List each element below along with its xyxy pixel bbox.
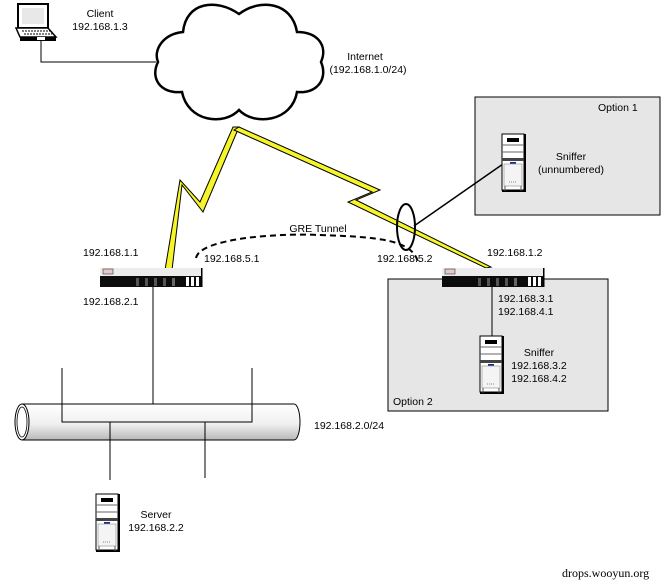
watermark: drops.wooyun.org <box>562 566 649 580</box>
client-name: Client <box>87 8 114 20</box>
lan-subnet: 192.168.2.0/24 <box>314 420 384 432</box>
router-right-lan-ip-1: 192.168.3.1 <box>498 293 554 305</box>
internet-name: Internet <box>347 51 383 63</box>
capture-point-ellipse <box>396 203 416 251</box>
router-left-icon <box>99 267 203 288</box>
client-ip: 192.168.1.3 <box>72 21 128 33</box>
router-right-icon <box>441 267 545 288</box>
option-1-sniffer-note: (unnumbered) <box>538 164 604 176</box>
option-2-sniffer-ip-1: 192.168.3.2 <box>511 360 567 372</box>
sniffer-2-tower-icon <box>479 335 505 395</box>
option-2-label: Option 2 <box>393 396 433 408</box>
router-right-wan-ip: 192.168.1.2 <box>487 247 543 259</box>
gre-tunnel-path <box>195 233 419 263</box>
option-1-label: Option 1 <box>598 102 638 114</box>
sniffer-1-tower-icon <box>501 133 527 193</box>
option-2-sniffer-name: Sniffer <box>524 347 555 359</box>
wan-link-right-lightning <box>232 126 493 269</box>
server-tower-icon <box>95 493 121 553</box>
option-1-sniffer-name: Sniffer <box>556 151 587 163</box>
router-left-tunnel-ip: 192.168.5.1 <box>204 253 260 265</box>
client-link <box>40 41 156 63</box>
router-left-lan-ip: 192.168.2.1 <box>83 296 139 308</box>
router-right-tunnel-ip: 192.168.5.2 <box>377 253 433 265</box>
gre-tunnel-label: GRE Tunnel <box>289 223 346 235</box>
server-name: Server <box>141 509 172 521</box>
server-ip: 192.168.2.2 <box>128 522 184 534</box>
lan-drop-lines <box>61 368 253 480</box>
internet-subnet: (192.168.1.0/24) <box>329 64 406 76</box>
router-right-lan-ip-2: 192.168.4.1 <box>498 306 554 318</box>
router-left-wan-ip: 192.168.1.1 <box>83 247 139 259</box>
laptop-icon <box>14 3 58 41</box>
wan-link-left-lightning <box>164 126 240 271</box>
internet-cloud <box>154 3 325 121</box>
option-2-sniffer-ip-2: 192.168.4.2 <box>511 373 567 385</box>
option-1-sniffer-link <box>413 163 504 227</box>
